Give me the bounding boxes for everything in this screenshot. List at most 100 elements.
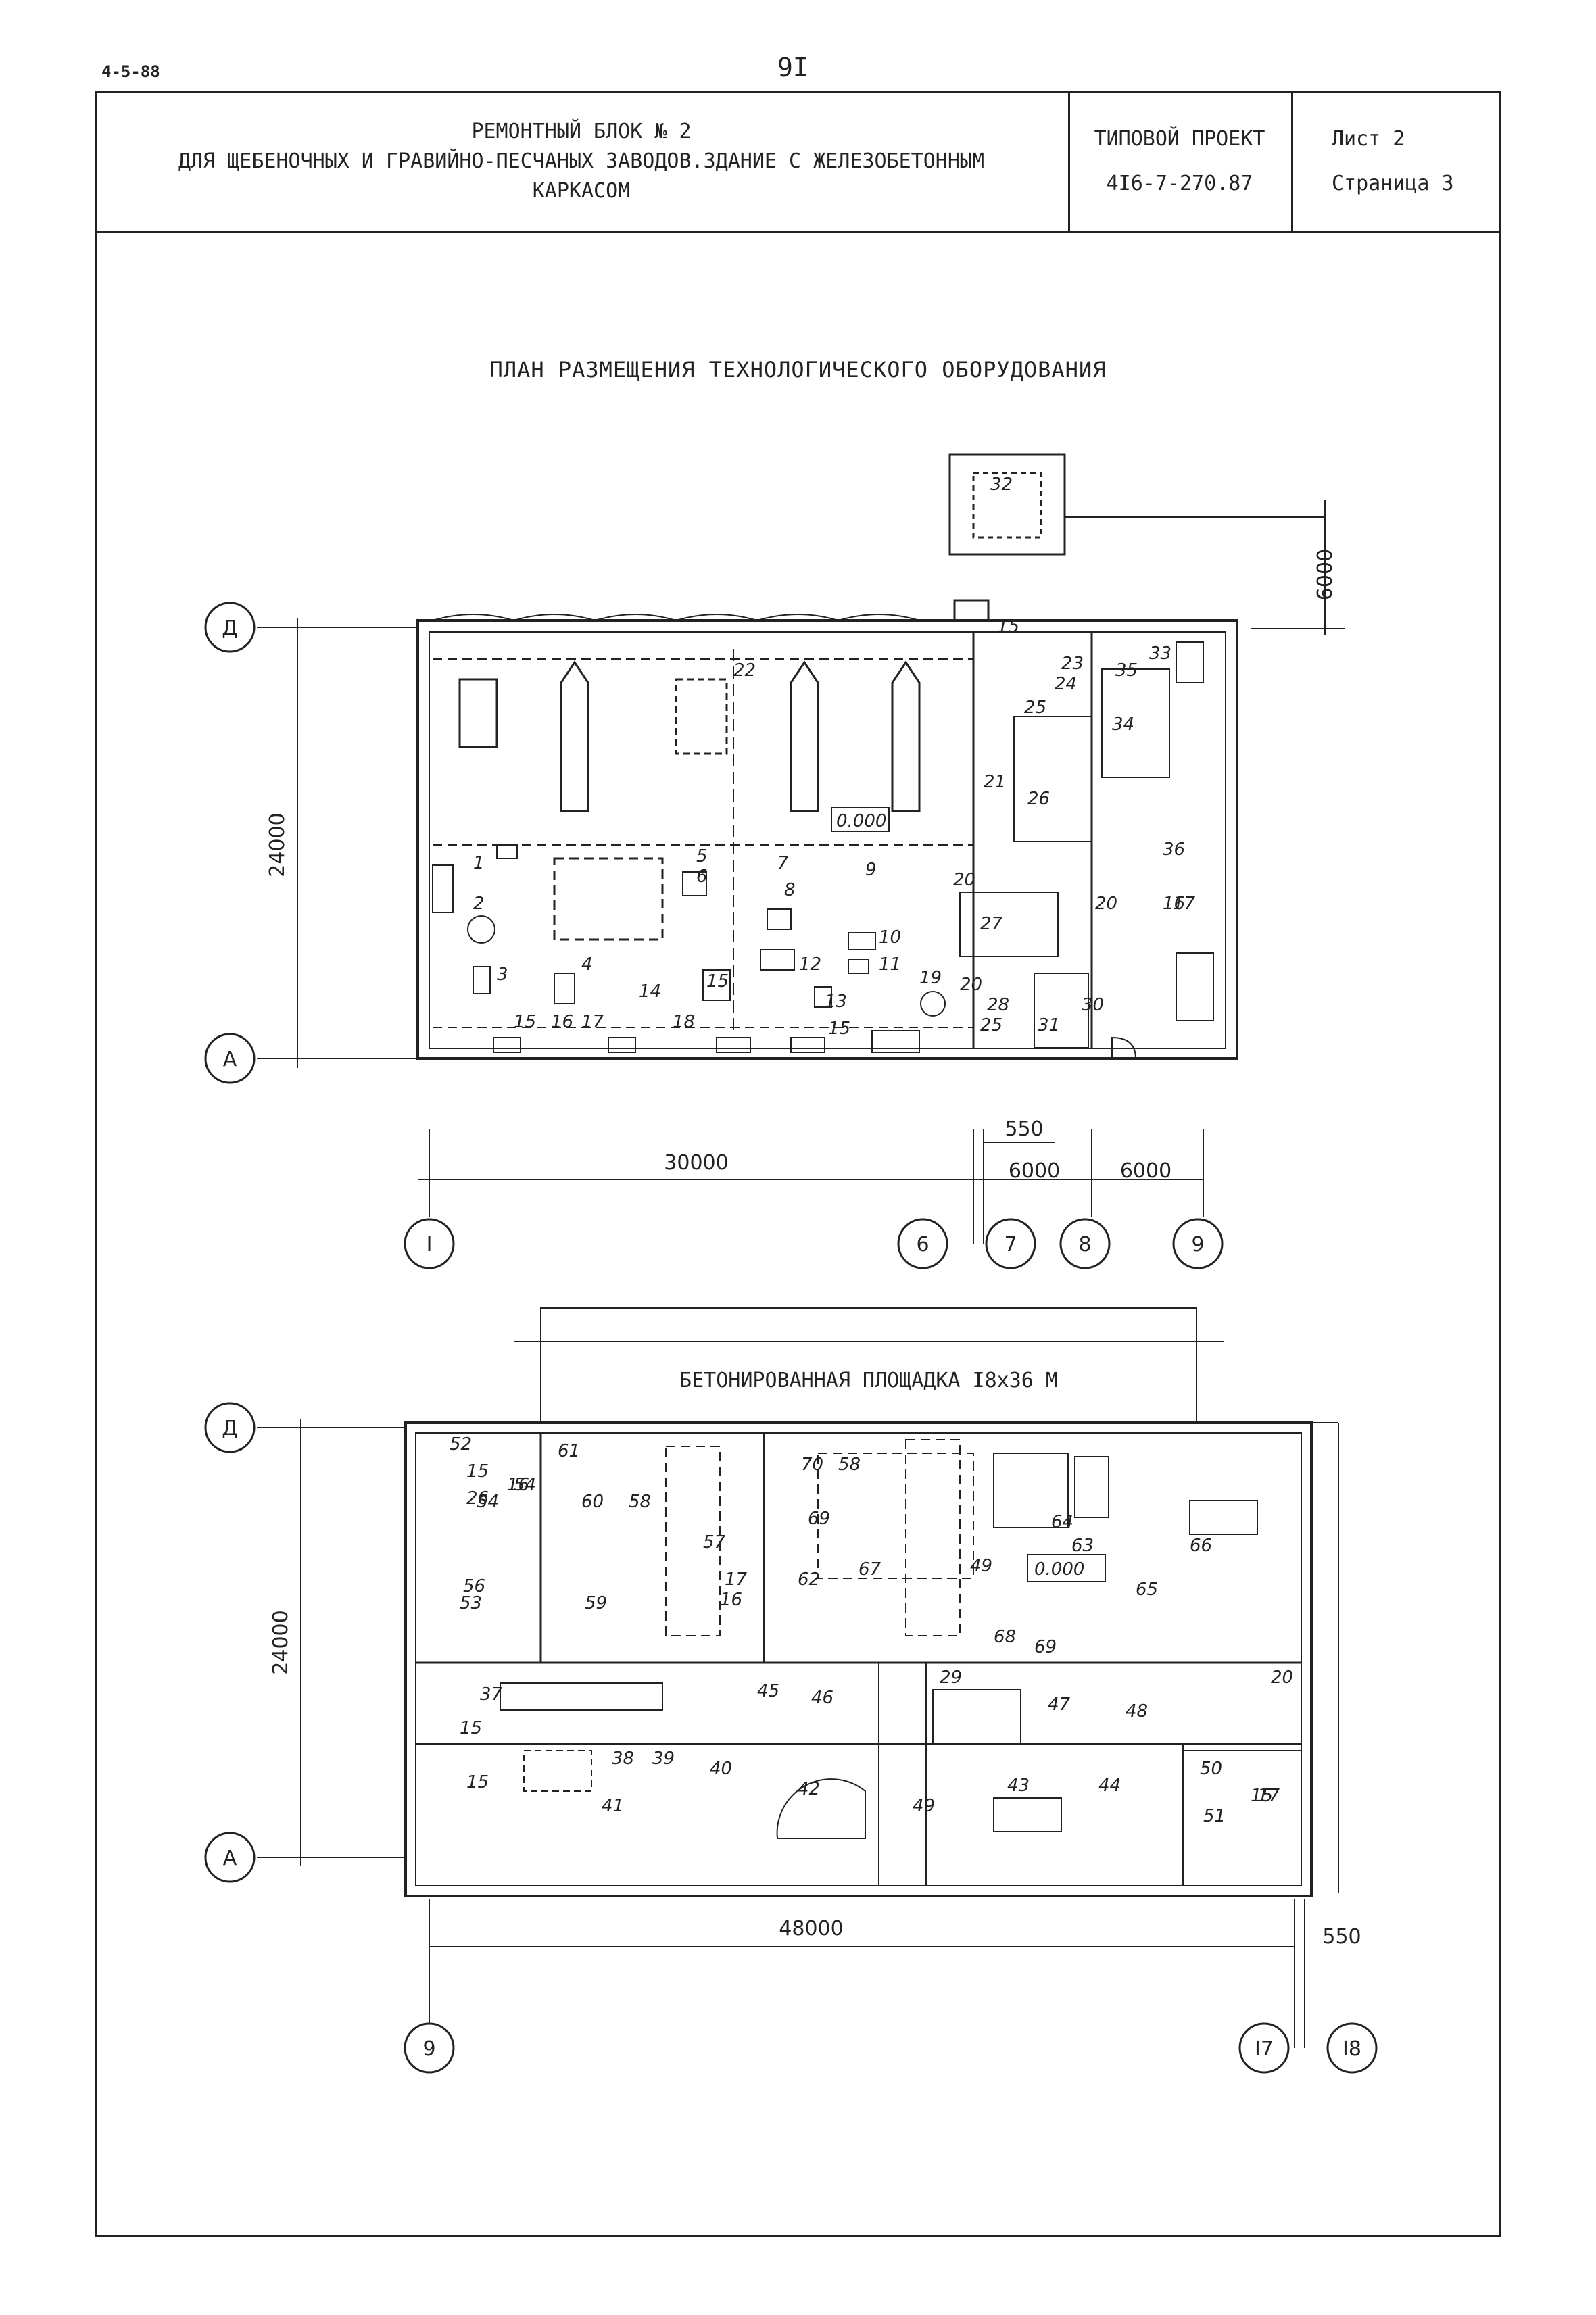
plan1-equipment-7: 7: [777, 853, 789, 873]
plan2-equipment-48: 48: [1126, 1701, 1148, 1722]
plan2-equipment-49: 49: [913, 1796, 935, 1816]
plan1-equipment-15: 15: [706, 971, 729, 992]
plan2-equipment-56: 56: [463, 1576, 485, 1597]
plan2-equipment-15: 15: [460, 1718, 482, 1738]
plan2-axis-d-label: Д: [222, 1417, 237, 1440]
plan2-passage-49: [878, 1662, 927, 1886]
plan2-swing-42: [776, 1778, 866, 1839]
plan2-axis-d: Д: [204, 1402, 256, 1453]
plan2-machine-29: [932, 1689, 1021, 1745]
plan1-axis-markers: Д А I 6 7 8 9: [204, 602, 1224, 1269]
plan2-machine-66: [1189, 1500, 1258, 1535]
plan2-dim-total: 48000: [779, 1917, 843, 1941]
plan1-equipment-19: 19: [919, 968, 942, 988]
plan2-equipment-41: 41: [602, 1796, 624, 1816]
plan1-axis-col-9: 9: [1172, 1218, 1224, 1269]
plan1-equipment-24: 24: [1055, 674, 1077, 694]
plan2-equipment-42: 42: [798, 1779, 820, 1799]
plan2-equipment-60: 60: [581, 1492, 604, 1512]
plan2-concrete-site: [540, 1307, 1197, 1423]
plan1-dim-height: 24000: [266, 812, 289, 877]
plan2-axis-col-9-label: 9: [422, 2037, 435, 2061]
plan1-axis-col-6-label: 6: [916, 1233, 929, 1257]
plan2-equipment-26: 26: [466, 1488, 489, 1509]
plan1-equipment-34: 34: [1112, 714, 1134, 735]
plan1-building-outline: [416, 619, 1238, 1060]
plan2-equipment-47: 47: [1048, 1695, 1071, 1715]
plan1-axis-d-label: Д: [222, 616, 237, 640]
plan1-equipment-5: 5: [696, 846, 708, 867]
plan1-equipment-12: 12: [799, 954, 821, 975]
plan1-equipment-2: 2: [473, 894, 485, 914]
plan1-equipment-11: 11: [879, 954, 901, 975]
plan1-level-mark: 0.000: [836, 811, 886, 831]
plan1-room-33: [1176, 641, 1204, 683]
plan2-equipment-58: 58: [838, 1455, 861, 1475]
plan2-equipment-63: 63: [1071, 1536, 1094, 1556]
title-line-3: КАРКАСОМ: [532, 178, 631, 203]
plan1-equipment-14: 14: [639, 981, 661, 1002]
plan1-annex-dim: 6000: [1313, 549, 1337, 600]
plan1-equipment-35: 35: [1115, 660, 1138, 681]
plan2-building-inner-wall: [415, 1432, 1302, 1886]
title-block-main: РЕМОНТНЫЙ БЛОК № 2 ДЛЯ ЩЕБЕНОЧНЫХ И ГРАВ…: [95, 91, 1070, 231]
plan2-equipment-61: 61: [558, 1441, 580, 1461]
plan1-axis-col-9-label: 9: [1191, 1233, 1204, 1257]
plan2-level-mark-box: [1027, 1554, 1106, 1582]
plan1-equipment-21: 21: [984, 772, 1006, 792]
title-line-2: ДЛЯ ЩЕБЕНОЧНЫХ И ГРАВИЙНО-ПЕСЧАНЫХ ЗАВОД…: [178, 149, 985, 173]
plan1-axis-a-label: А: [223, 1048, 237, 1071]
plan1-equipment-20: 20: [953, 870, 975, 890]
plan2-equipment-58: 58: [629, 1492, 651, 1512]
plan2-equipment-43: 43: [1007, 1776, 1030, 1796]
plan1-annex-footprint: [972, 472, 1042, 539]
plan1-room-27: [959, 892, 1059, 957]
plan1-equipment-30: 30: [1082, 995, 1104, 1015]
plan1-door-bottom: [1111, 1036, 1136, 1059]
plan1-columns: [432, 614, 920, 621]
plan2-equipment-62: 62: [798, 1569, 820, 1590]
plan2-equipment-69: 69: [1034, 1637, 1057, 1657]
plan1-equipment-15: 15: [514, 1012, 536, 1032]
plan1-equipment-18: 18: [673, 1012, 695, 1032]
plan2-equipment-70: 70: [801, 1455, 823, 1475]
drawing-frame: [95, 91, 1501, 2237]
plan1-equipment-1: 1: [473, 853, 485, 873]
plan1-equipment-9: 9: [865, 860, 877, 880]
plan2-crane-57: [665, 1446, 721, 1636]
title-line-1: РЕМОНТНЫЙ БЛОК № 2: [471, 119, 692, 143]
plan1-equipment-16: 16: [1163, 894, 1185, 914]
plan1-room-26: [1013, 716, 1092, 842]
plan1-equipment-15: 15: [997, 616, 1019, 637]
plan1-axis-col-I: I: [404, 1218, 455, 1269]
plan2-equipment-15: 15: [1251, 1786, 1273, 1806]
plan1-work-area-1: [553, 857, 664, 941]
plan1-equipment-3: 3: [497, 965, 508, 985]
plan-2: БЕТОНИРОВАННАЯ ПЛОЩАДКА I8х36 М 0.000 15…: [204, 1307, 1378, 2074]
plan2-equipment-45: 45: [757, 1681, 779, 1701]
plan1-equipment-36: 36: [1163, 839, 1185, 860]
plan2-equipment-54: 54: [477, 1492, 499, 1512]
plan1-equipment-20: 20: [960, 975, 982, 995]
plan2-equipment-17: 17: [725, 1569, 748, 1590]
plan1-equipment-32: 32: [990, 474, 1013, 495]
plan1-axis-col-8-label: 8: [1078, 1233, 1091, 1257]
plan2-equipment-66: 66: [1190, 1536, 1212, 1556]
plan2-site-label: БЕТОНИРОВАННАЯ ПЛОЩАДКА I8х36 М: [679, 1369, 1058, 1392]
plan2-dim-gap: 550: [1322, 1925, 1361, 1949]
plan2-equipment-50: 50: [1200, 1759, 1222, 1779]
plan1-equipment-23: 23: [1061, 654, 1084, 674]
plan2-equipment-44: 44: [1098, 1776, 1121, 1796]
plan1-equipment-27: 27: [980, 914, 1003, 934]
plan2-equipment-49: 49: [970, 1556, 992, 1576]
plan1-equipment-8: 8: [784, 880, 796, 900]
plan2-equipment-39: 39: [652, 1749, 675, 1769]
plan1-axis-col-6: 6: [897, 1218, 948, 1269]
plan2-equipment-37: 37: [480, 1684, 503, 1705]
plan1-axis-col-I-label: I: [427, 1233, 433, 1257]
page-label: Страница 3: [1332, 171, 1454, 195]
plan1-annex-block: [948, 453, 1066, 556]
project-label: ТИПОВОЙ ПРОЕКТ: [1094, 126, 1265, 151]
plan1-stair: [1176, 952, 1214, 1021]
